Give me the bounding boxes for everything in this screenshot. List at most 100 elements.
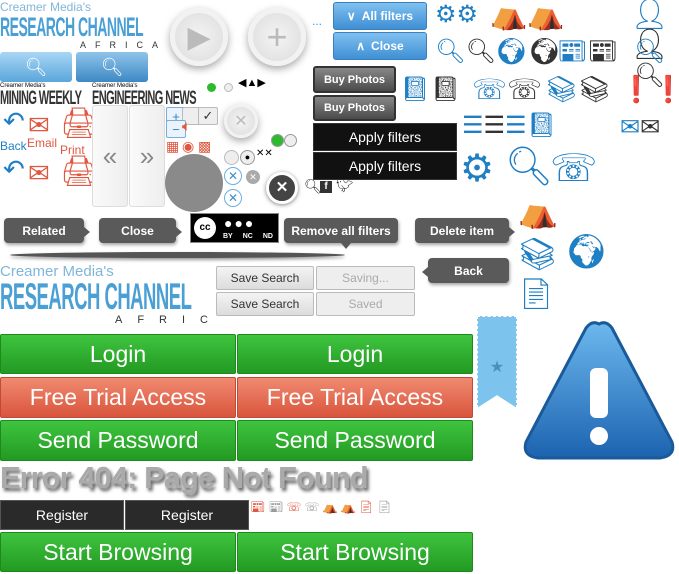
gear-icon: ⚙⚙ [435, 1, 479, 28]
checkbox-checked[interactable]: ✓ [198, 107, 218, 125]
plus-icon: + [266, 16, 288, 57]
send-password-button[interactable]: Send Password [0, 420, 236, 461]
speaker-icon: 🔈︎ [182, 118, 192, 135]
small-close-icons[interactable]: ✕✕ [256, 148, 273, 159]
free-trial-button[interactable]: Free Trial Access [0, 377, 236, 418]
email-icon[interactable]: ✉ [28, 158, 50, 188]
start-browsing-button-hover[interactable]: Start Browsing [237, 532, 473, 572]
saved-button: Saved [316, 292, 415, 316]
all-filters-button[interactable]: ∨All filters [333, 2, 427, 30]
apply-filters-button-hover[interactable]: Apply filters [313, 152, 457, 180]
magnifier-icon: 🔍︎🔍︎ [634, 38, 665, 89]
radio-unchecked[interactable] [224, 150, 239, 165]
tower-icon-blue: ⛺ [518, 193, 558, 229]
engineering-news-logo: Creamer Media's ENGINEERING NEWS [92, 83, 197, 109]
back-tooltip-button[interactable]: Back [422, 258, 509, 283]
login-button-hover[interactable]: Login [237, 334, 473, 374]
play-button[interactable]: ▶ [170, 8, 228, 66]
start-browsing-button[interactable]: Start Browsing [0, 532, 236, 572]
free-trial-button-hover[interactable]: Free Trial Access [237, 377, 473, 418]
error-404-heading: Error 404: Page Not Found [0, 460, 369, 495]
remove-all-filters-button[interactable]: Remove all filters [284, 218, 398, 249]
research-channel-logo-small: Creamer Media's RESEARCH CHANNEL AFRICA [0, 0, 275, 50]
grey-circle-placeholder [165, 154, 223, 212]
more-dots[interactable]: ... [312, 14, 323, 28]
send-password-button-hover[interactable]: Send Password [237, 420, 473, 461]
logo-research: RESEARCH CHANNEL [0, 12, 144, 42]
video-icon: ◉ [182, 138, 195, 154]
close-icon-grey[interactable]: ✕ [246, 170, 260, 184]
back-arrow-icon[interactable]: ↶ [3, 106, 25, 136]
zoom-out-button[interactable]: − [166, 120, 186, 138]
logo-creamer: Creamer Media's [0, 0, 91, 14]
bookmark-ribbon-icon: ★ [477, 316, 517, 408]
add-button[interactable]: + [248, 8, 306, 66]
shadow-divider [10, 252, 345, 258]
next-panel[interactable]: » [129, 105, 165, 207]
chevron-up-icon: ∧ [356, 39, 366, 53]
email-link[interactable]: Email [27, 136, 58, 150]
books-icon-blue: 📚︎ [517, 236, 558, 272]
facebook-icon[interactable]: f [320, 181, 332, 193]
close-tooltip-button[interactable]: Close [99, 218, 182, 243]
green-dot-indicator [207, 83, 216, 92]
close-circle-button[interactable]: ✕ [224, 104, 258, 138]
login-button[interactable]: Login [0, 334, 236, 374]
buy-photos-button[interactable]: Buy Photos [313, 66, 396, 93]
arrow-keys-icon: ◀▲▶ [238, 77, 266, 89]
close-button-dark[interactable]: ✕ [266, 172, 298, 204]
phone-icon: ☏☏ [472, 74, 543, 105]
radio-checked[interactable]: ● [240, 150, 255, 165]
list-icon: ☰☰☰📓︎ [462, 112, 558, 139]
search-icon: 🔍︎ [100, 56, 124, 77]
chevron-down-icon: ∨ [346, 9, 356, 23]
green-radio[interactable] [271, 134, 284, 147]
register-button[interactable]: Register [0, 500, 124, 530]
books-icon: 📚︎📚︎ [545, 74, 612, 104]
email-icon[interactable]: ✉ [28, 110, 50, 140]
document-icon-blue: 📄︎ [517, 278, 556, 311]
back-arrow-icon[interactable]: ↶ [3, 154, 25, 184]
grey-dot-indicator [224, 83, 233, 92]
search-icon-small[interactable]: 🔍︎ [304, 178, 322, 194]
save-search-button[interactable]: Save Search [216, 266, 314, 290]
africa-icon: 🌍︎🌍︎ [495, 36, 562, 66]
search-button-hover[interactable]: 🔍︎ [76, 52, 148, 82]
tower-icon: ⛺⛺ [490, 0, 565, 31]
image-icon: ▩ [198, 138, 212, 154]
gear-icon-large: ⚙ [460, 148, 495, 190]
buy-photos-button-hover[interactable]: Buy Photos [313, 95, 396, 121]
cc-icons: ●●● [224, 215, 256, 231]
play-icon: ▶ [187, 20, 211, 54]
logo-africa: AFRICA [80, 40, 168, 50]
search-icon: 🔍︎ [24, 56, 48, 77]
previous-panel[interactable]: « [92, 105, 128, 207]
print-icon[interactable]: 🖨︎ [60, 155, 99, 188]
phone-icon-large: ☏ [550, 148, 598, 190]
magnifier-icon-large: 🔍︎ [505, 146, 554, 188]
double-chevron-right-icon: » [139, 140, 155, 171]
search-button[interactable]: 🔍︎ [0, 52, 72, 82]
grey-radio[interactable] [284, 134, 297, 147]
register-button-hover[interactable]: Register [125, 500, 249, 530]
saving-button: Saving... [316, 266, 415, 290]
close-filters-button[interactable]: ∧Close [333, 32, 427, 60]
africa-icon-blue: 🌍︎ [565, 233, 609, 271]
pdf-icon: ▦ [166, 138, 180, 154]
close-icon-blue[interactable]: ✕ [224, 167, 242, 185]
related-tooltip-button[interactable]: Related [4, 218, 90, 243]
print-link[interactable]: Print [60, 143, 85, 157]
document-icon: 📰︎📰︎ [557, 38, 618, 65]
back-link[interactable]: Back [0, 139, 27, 153]
apply-filters-button[interactable]: Apply filters [313, 123, 457, 151]
delete-item-button[interactable]: Delete item [415, 218, 515, 243]
close-icon-blue[interactable]: ✕ [224, 189, 242, 207]
twitter-icon[interactable]: 🐦︎ [336, 177, 354, 193]
mining-weekly-logo: Creamer Media's MINING WEEKLY [0, 83, 82, 109]
save-search-button-hover[interactable]: Save Search [216, 292, 314, 316]
print-icon[interactable]: 🖨︎ [60, 107, 99, 140]
alert-circle-icon: ❗❗ [620, 74, 679, 104]
user-icon: 👤︎👤︎ [630, 0, 669, 61]
notebook-icon: 📓︎📓︎ [400, 76, 461, 103]
